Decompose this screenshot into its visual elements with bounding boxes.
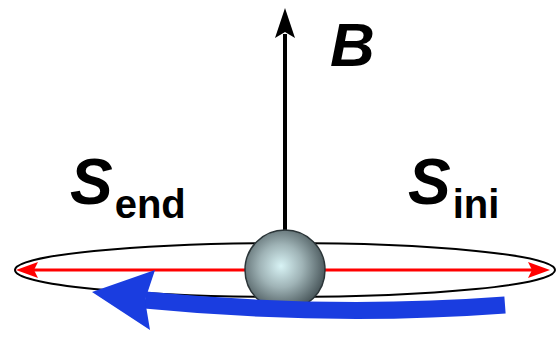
field-arrow-shaft (283, 34, 287, 245)
field-arrow-head (275, 8, 295, 38)
rotation-arrow-head (92, 270, 155, 330)
spin-subscript: end (115, 184, 186, 224)
particle-sphere (245, 230, 325, 310)
rotation-arrow (145, 300, 505, 310)
spin-symbol: S (70, 150, 113, 214)
spin-head-left (16, 262, 38, 278)
spin-head-right (528, 262, 550, 278)
field-label: B (330, 14, 375, 76)
spin-subscript: ini (453, 184, 500, 224)
spin-symbol: S (408, 150, 451, 214)
